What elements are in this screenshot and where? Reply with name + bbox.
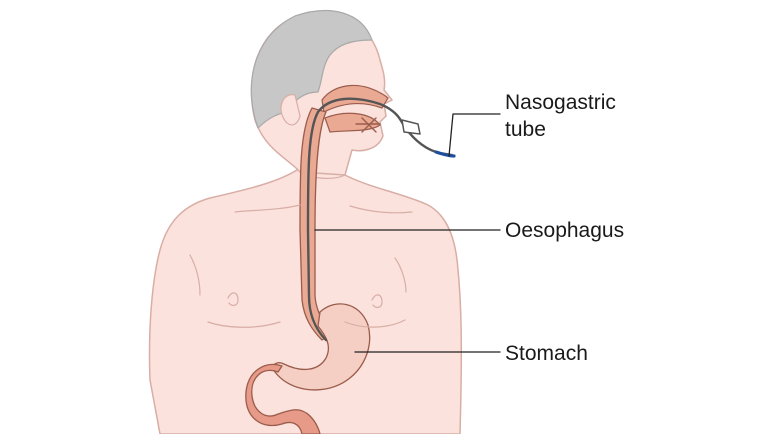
left-pectoral-line — [207, 321, 281, 328]
intestine — [245, 363, 321, 434]
tube-connector — [401, 119, 421, 135]
right-nipple — [371, 294, 383, 308]
tube-tip — [434, 150, 456, 158]
leader-line-tube — [448, 113, 501, 157]
label-nasogastric-tube: Nasogastric tube — [505, 91, 616, 141]
leader-lines — [314, 113, 501, 353]
label-oesophagus: Oesophagus — [505, 219, 625, 242]
left-nipple — [227, 292, 239, 306]
left-armpit-line — [189, 254, 201, 296]
nose-tape-icon — [355, 117, 381, 133]
right-clavicle-line — [349, 205, 413, 214]
ear — [280, 94, 301, 126]
right-pectoral-line — [344, 319, 406, 328]
stomach-organ — [272, 303, 371, 391]
right-armpit-line — [394, 257, 407, 293]
left-clavicle-line — [234, 204, 301, 213]
chest-details — [189, 204, 413, 328]
label-stomach: Stomach — [505, 342, 588, 365]
